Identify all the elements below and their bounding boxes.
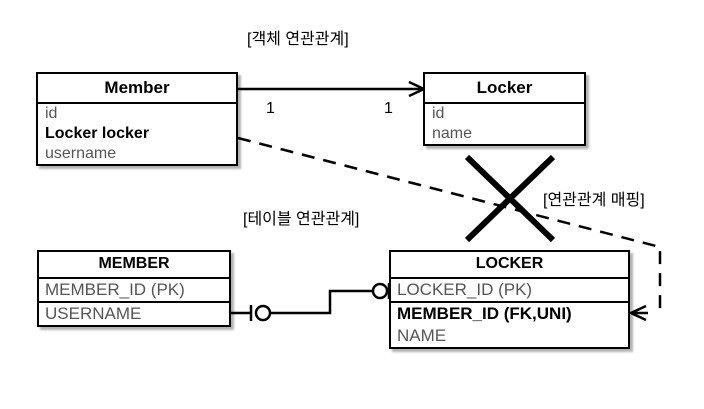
- entity-field-locker-name: name: [432, 125, 473, 142]
- table-column-locker-member-id: MEMBER_ID (FK,UNI): [397, 304, 572, 323]
- table-box-locker[interactable]: LOCKER LOCKER_ID (PK) MEMBER_ID (FK,UNI)…: [389, 250, 630, 349]
- entity-title-locker: Locker: [425, 74, 584, 104]
- table-column-locker-id: LOCKER_ID (PK): [391, 279, 628, 303]
- table-box-member[interactable]: MEMBER MEMBER_ID (PK) USERNAME: [37, 250, 231, 327]
- entity-field-member-id: id: [45, 105, 58, 122]
- cardinality-source: 1: [266, 100, 275, 117]
- table-column-locker-name: NAME: [397, 326, 447, 345]
- table-title-member: MEMBER: [39, 252, 229, 279]
- cardinality-target: 1: [384, 100, 393, 117]
- entity-field-member-username: username: [45, 145, 117, 162]
- crowsfoot-zero-marker-left: [254, 304, 272, 322]
- table-column-member-id: MEMBER_ID (PK): [39, 279, 229, 303]
- caption-object-relation: [객체 연관관계]: [247, 31, 349, 48]
- object-association-arrow: [238, 80, 427, 98]
- crowsfoot-zero-marker-right: [371, 282, 389, 300]
- entity-field-locker-id: id: [432, 105, 445, 122]
- entity-box-locker[interactable]: Locker id name: [423, 72, 586, 146]
- entity-field-member-locker: Locker locker: [45, 125, 150, 142]
- caption-table-relation: [테이블 연관관계]: [243, 211, 360, 228]
- entity-title-member: Member: [38, 74, 236, 104]
- entity-box-member[interactable]: Member id Locker locker username: [36, 72, 238, 166]
- table-relation-connector: [231, 282, 391, 322]
- table-column-member-username: USERNAME: [45, 304, 142, 323]
- mapping-arrow-head: [628, 304, 647, 322]
- caption-relation-mapping: [연관관계 매핑]: [543, 192, 645, 209]
- mapping-cross-icon: [464, 154, 556, 243]
- table-title-locker: LOCKER: [391, 252, 628, 279]
